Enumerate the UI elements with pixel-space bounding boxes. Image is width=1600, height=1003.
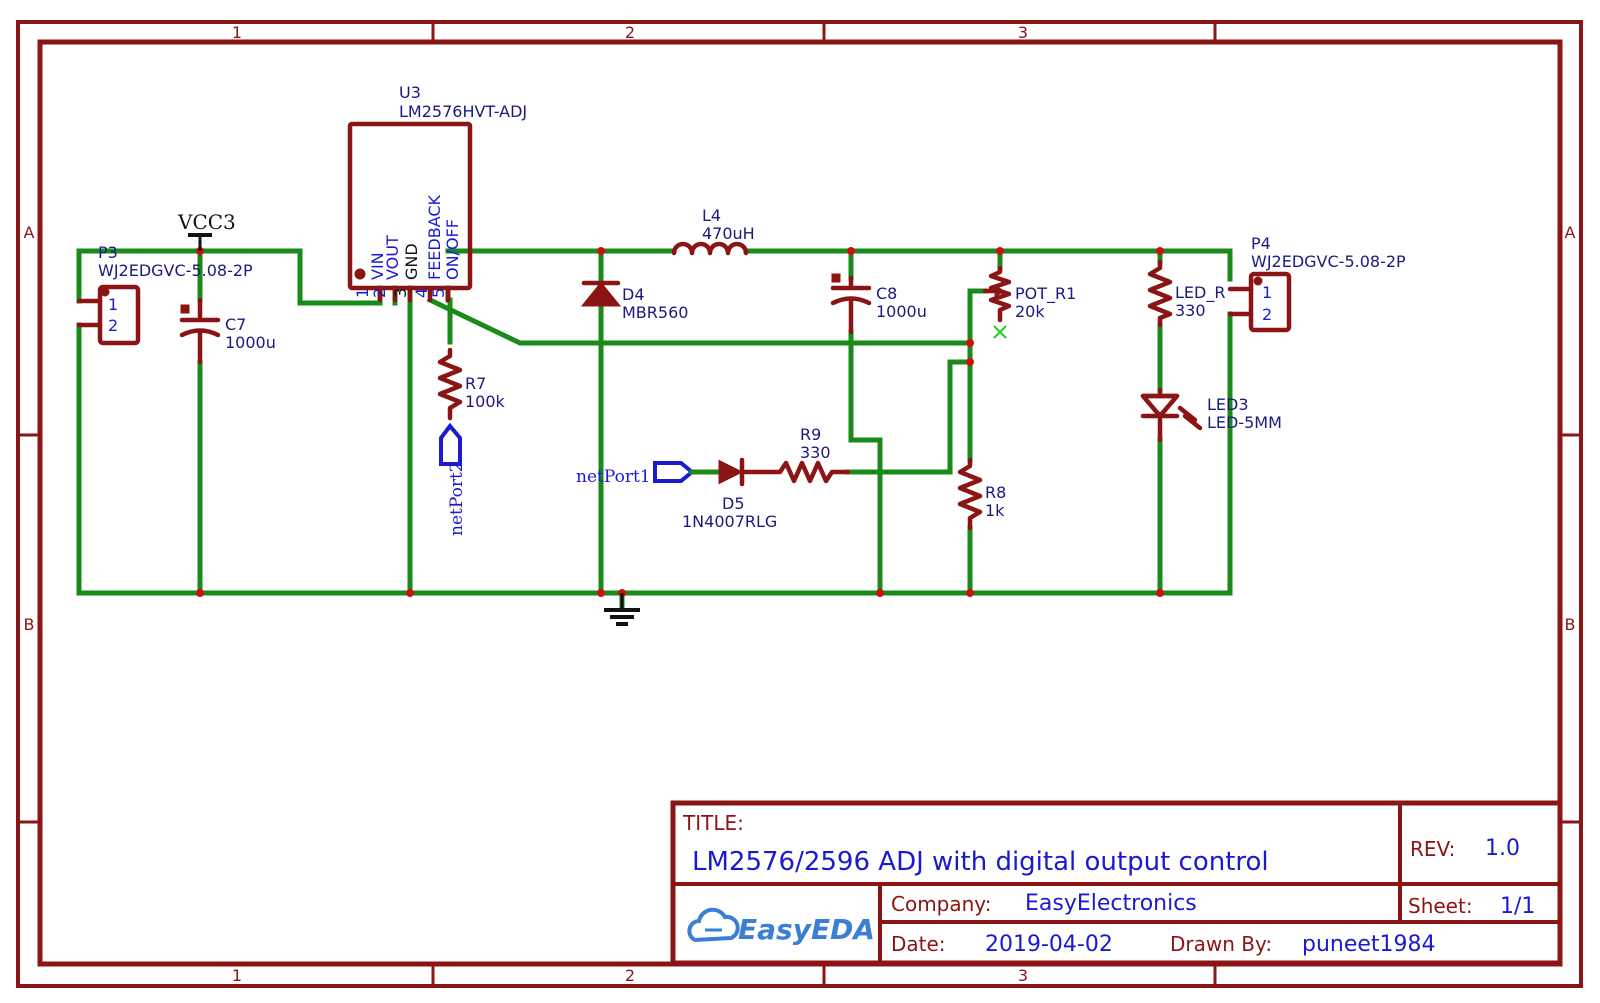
d4-ref: D4 bbox=[622, 285, 645, 304]
r7-value: 100k bbox=[465, 392, 506, 411]
inductor-l4[interactable]: L4 470uH bbox=[671, 206, 755, 256]
diode-d4[interactable]: D4 MBR560 bbox=[580, 280, 688, 322]
r9-ref: R9 bbox=[800, 425, 821, 444]
zone-col-3-top: 3 bbox=[1018, 23, 1028, 42]
zone-row-b-right: B bbox=[1565, 615, 1576, 634]
vcc-symbol: VCC3 bbox=[177, 210, 236, 251]
rev-label: REV: bbox=[1410, 837, 1455, 861]
title-label: TITLE: bbox=[682, 811, 744, 835]
drawn-by-value: puneet1984 bbox=[1302, 932, 1436, 957]
capacitor-c8[interactable]: C8 1000u bbox=[830, 273, 927, 335]
easyeda-logo: EasyEDA bbox=[687, 907, 875, 946]
u3-pin-vin: VIN bbox=[368, 252, 387, 280]
u3-pin-num-3: 3 bbox=[391, 288, 410, 298]
resistor-r9[interactable]: R9 330 bbox=[757, 425, 851, 484]
diode-d5[interactable]: D5 1N4007RLG bbox=[682, 457, 777, 531]
c7-value: 1000u bbox=[225, 333, 276, 352]
p4-pin1: 1 bbox=[1262, 283, 1272, 302]
capacitor-c7[interactable]: C7 1000u bbox=[179, 297, 276, 365]
resistor-r7[interactable]: R7 100k bbox=[437, 347, 506, 421]
p3-pin1: 1 bbox=[108, 295, 118, 314]
d5-ref: D5 bbox=[722, 494, 745, 513]
r7-ref: R7 bbox=[465, 374, 486, 393]
rev-value: 1.0 bbox=[1485, 836, 1520, 861]
resistor-led-r[interactable]: LED_R 330 bbox=[1147, 259, 1225, 328]
d5-value: 1N4007RLG bbox=[682, 512, 777, 531]
u3-pin-num-4: 4 bbox=[412, 288, 431, 298]
u3-pin-num-1: 1 bbox=[353, 288, 372, 298]
p4-value: WJ2EDGVC-5.08-2P bbox=[1251, 252, 1406, 271]
zone-row-b-left: B bbox=[24, 615, 35, 634]
sheet-label: Sheet: bbox=[1408, 894, 1473, 918]
p3-value: WJ2EDGVC-5.08-2P bbox=[98, 261, 253, 280]
zone-col-2-bottom: 2 bbox=[625, 966, 635, 985]
resistor-r8[interactable]: R8 1k bbox=[957, 457, 1006, 531]
u3-value: LM2576HVT-ADJ bbox=[399, 102, 527, 121]
connector-p4[interactable]: 1 2 P4 WJ2EDGVC-5.08-2P bbox=[1227, 234, 1406, 333]
p3-ref: P3 bbox=[98, 243, 118, 262]
led-r-ref: LED_R bbox=[1175, 283, 1225, 303]
r8-value: 1k bbox=[985, 501, 1005, 520]
u3-pin-num-2: 2 bbox=[370, 288, 389, 298]
junctions bbox=[196, 247, 1164, 597]
zone-row-a-right: A bbox=[1565, 223, 1576, 242]
connector-p3[interactable]: 1 2 P3 WJ2EDGVC-5.08-2P bbox=[76, 243, 253, 346]
u3-pin-gnd: GND bbox=[402, 243, 421, 280]
d4-value: MBR560 bbox=[622, 303, 688, 322]
led3-ref: LED3 bbox=[1207, 395, 1249, 414]
date-value: 2019-04-02 bbox=[985, 932, 1113, 957]
u3-pin-onoff: ON/OFF bbox=[443, 219, 462, 280]
l4-value: 470uH bbox=[702, 224, 755, 243]
netport1-label: netPort1 bbox=[576, 467, 651, 487]
company-value: EasyElectronics bbox=[1025, 891, 1197, 916]
r9-value: 330 bbox=[800, 443, 831, 462]
netport2-label: netPort2 bbox=[447, 461, 467, 536]
l4-ref: L4 bbox=[702, 206, 721, 225]
zone-col-1-top: 1 bbox=[232, 23, 242, 42]
led-led3[interactable]: LED3 LED-5MM bbox=[1140, 387, 1282, 443]
p4-ref: P4 bbox=[1251, 234, 1271, 253]
u3-pin-num-5: 5 bbox=[429, 288, 448, 298]
zone-col-1-bottom: 1 bbox=[232, 966, 242, 985]
regulator-u3[interactable]: U3 LM2576HVT-ADJ VIN VOUT GND FEEDBACK O… bbox=[347, 83, 527, 303]
title-text: LM2576/2596 ADJ with digital output cont… bbox=[692, 847, 1269, 877]
vcc-label: VCC3 bbox=[177, 210, 236, 234]
zone-col-3-bottom: 3 bbox=[1018, 966, 1028, 985]
c8-ref: C8 bbox=[876, 284, 897, 303]
easyeda-logo-text: EasyEDA bbox=[738, 913, 875, 946]
drawn-by-label: Drawn By: bbox=[1170, 932, 1272, 956]
ground-symbol bbox=[604, 593, 640, 626]
p3-pin2: 2 bbox=[108, 316, 118, 335]
u3-ref: U3 bbox=[399, 83, 421, 102]
p4-pin2: 2 bbox=[1262, 305, 1272, 324]
title-block: TITLE: LM2576/2596 ADJ with digital outp… bbox=[670, 800, 1563, 966]
zone-row-a-left: A bbox=[24, 223, 35, 242]
netport1[interactable]: netPort1 bbox=[576, 461, 721, 487]
wires bbox=[76, 248, 1233, 611]
sheet-frame: 1 2 3 1 2 3 A B A B bbox=[16, 20, 1583, 988]
company-label: Company: bbox=[891, 892, 991, 916]
date-label: Date: bbox=[891, 932, 946, 956]
zone-col-2-top: 2 bbox=[625, 23, 635, 42]
netport2[interactable]: netPort2 bbox=[439, 422, 467, 536]
led3-value: LED-5MM bbox=[1207, 413, 1282, 432]
u3-pin-vout: VOUT bbox=[383, 235, 402, 280]
led-r-value: 330 bbox=[1175, 301, 1206, 320]
potentiometer-pot-r1[interactable]: POT_R1 20k bbox=[982, 265, 1076, 339]
r8-ref: R8 bbox=[985, 483, 1006, 502]
u3-pin-feedback: FEEDBACK bbox=[425, 194, 444, 280]
c7-ref: C7 bbox=[225, 315, 246, 334]
sheet-value: 1/1 bbox=[1500, 894, 1535, 919]
pot-ref: POT_R1 bbox=[1015, 284, 1076, 304]
c8-value: 1000u bbox=[876, 302, 927, 321]
pot-value: 20k bbox=[1015, 302, 1045, 321]
